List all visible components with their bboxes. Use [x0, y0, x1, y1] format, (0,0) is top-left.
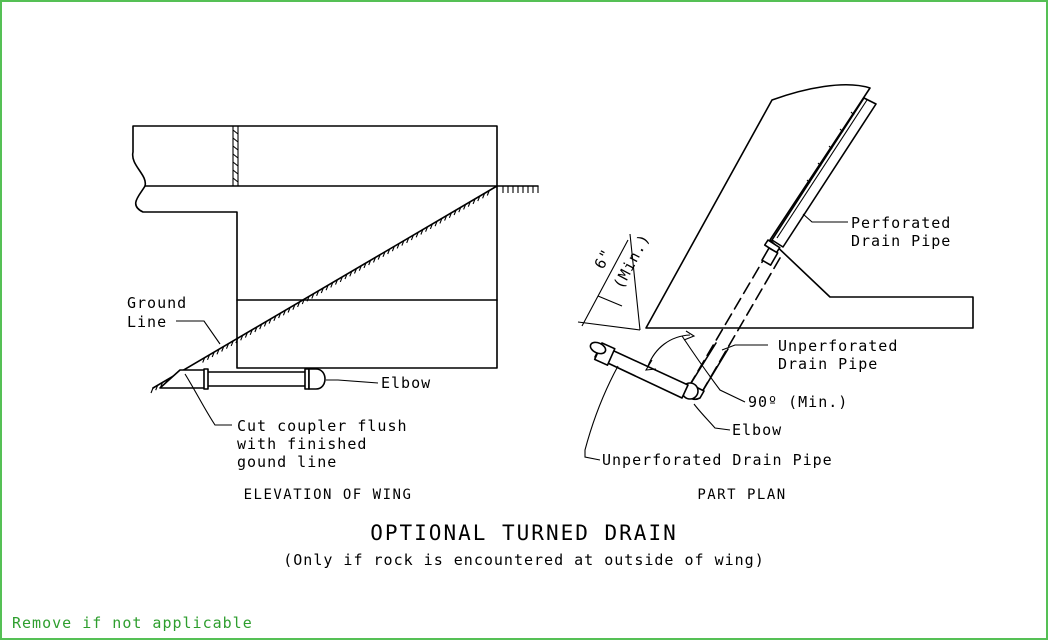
coupler-note-2: with finished [237, 435, 367, 453]
removal-note: Remove if not applicable [12, 614, 253, 632]
perforated-label-1: Perforated [851, 214, 951, 232]
angle-label: 90º (Min.) [748, 393, 848, 411]
elevation-labels: Ground Line Elbow Cut coupler flush with… [127, 294, 431, 503]
ground-line [150, 185, 539, 394]
plan-elbow-label: Elbow [732, 421, 782, 439]
elevation-caption: ELEVATION OF WING [244, 487, 413, 503]
coupler-note-3: gound line [237, 453, 337, 471]
unperforated-upper-label-1: Unperforated [778, 337, 898, 355]
dimension-value: 6" [591, 246, 616, 272]
unperforated-upper-label-2: Drain Pipe [778, 355, 878, 373]
perforated-label-2: Drain Pipe [851, 232, 951, 250]
plan-caption: PART PLAN [697, 487, 786, 503]
elevation-elbow-label: Elbow [381, 374, 431, 392]
drawing-subtitle: (Only if rock is encountered at outside … [283, 551, 764, 569]
unperforated-drain-pipe-upper [687, 247, 781, 393]
unperforated-lower-label: Unperforated Drain Pipe [602, 451, 833, 469]
drawing-title: OPTIONAL TURNED DRAIN [370, 521, 678, 545]
dimension-6in [577, 233, 641, 331]
plan-wing-outline [645, 83, 974, 329]
coupler-note-1: Cut coupler flush [237, 417, 408, 435]
ground-line-label-2: Line [127, 313, 167, 331]
ground-line-label-1: Ground [127, 294, 187, 312]
elevation-wing-outline [131, 125, 498, 369]
plan-labels: Perforated Drain Pipe Unperforated Drain… [591, 214, 951, 503]
unperforated-drain-pipe-lower [584, 330, 768, 461]
elevation-drain-pipe [159, 320, 379, 426]
